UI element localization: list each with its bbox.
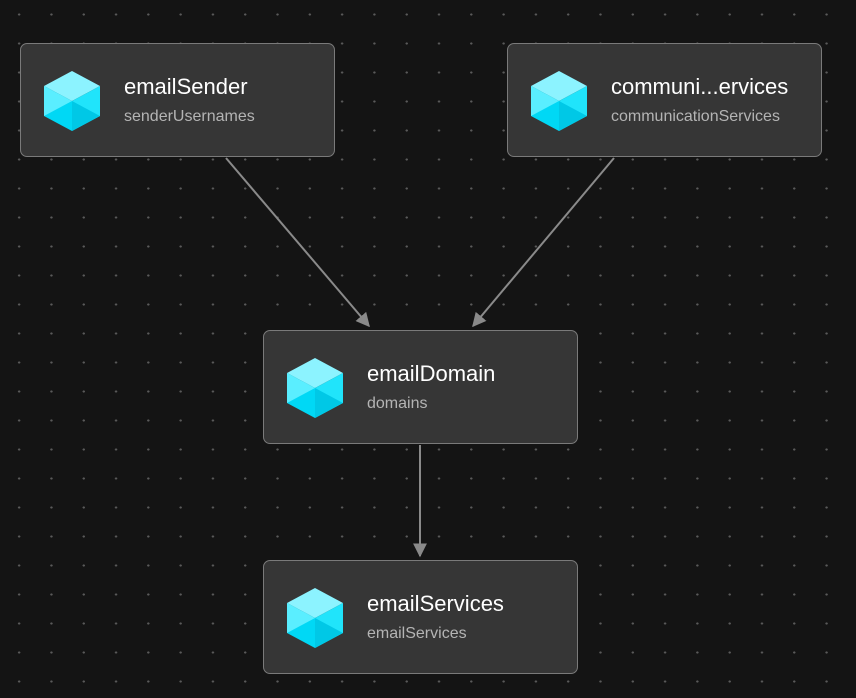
node-emailservices[interactable]: emailServices emailServices [263, 560, 578, 674]
node-subtitle: senderUsernames [124, 108, 255, 125]
node-emailsender[interactable]: emailSender senderUsernames [20, 43, 335, 157]
node-subtitle: domains [367, 395, 428, 412]
cube-icon [287, 358, 343, 418]
cube-icon [287, 588, 343, 648]
edge-emailsender-to-emaildomain [225, 157, 370, 328]
node-title: emailServices [367, 591, 504, 616]
node-title: communi...ervices [611, 74, 789, 99]
node-communicationservices[interactable]: communi...ervices communicationServices [507, 43, 822, 157]
node-subtitle: communicationServices [611, 108, 780, 125]
node-title: emailDomain [367, 361, 496, 386]
cube-icon [44, 71, 100, 131]
edge-communicationservices-to-emaildomain [472, 157, 615, 328]
cube-icon [531, 71, 587, 131]
node-title: emailSender [124, 74, 248, 99]
node-emaildomain[interactable]: emailDomain domains [263, 330, 578, 444]
node-subtitle: emailServices [367, 625, 467, 642]
